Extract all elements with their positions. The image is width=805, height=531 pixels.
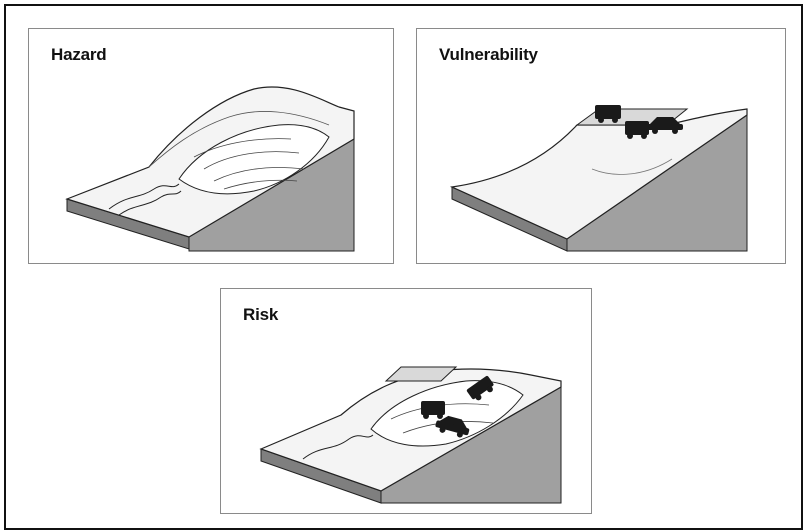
risk-panel: Risk xyxy=(220,288,592,514)
hazard-panel: Hazard xyxy=(28,28,394,264)
risk-illustration xyxy=(221,289,592,514)
hazard-illustration xyxy=(29,29,394,264)
vulnerability-illustration xyxy=(417,29,786,264)
figure-frame: Hazard Vulnerability xyxy=(4,4,803,530)
vulnerability-panel: Vulnerability xyxy=(416,28,786,264)
